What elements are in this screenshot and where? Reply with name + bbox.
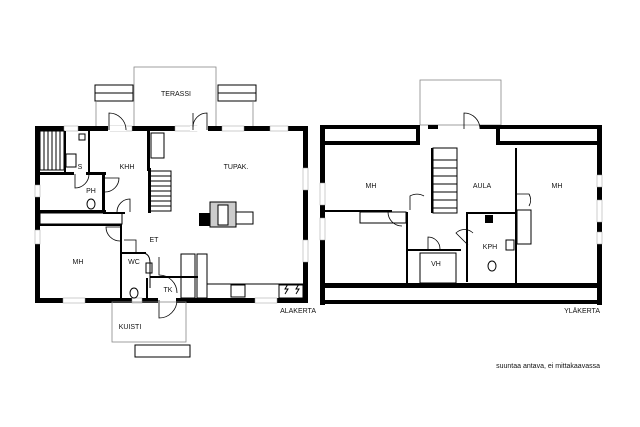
floor-title-upper: YLÄKERTA [564,307,600,315]
fireplace [199,201,254,228]
room-label-closet: VH [431,261,441,268]
room-label-terrace: TERASSI [161,91,191,98]
room-label-living-kitchen: TUPAK. [224,164,249,171]
room-label-toilet: WC [128,259,140,266]
toilet-icon [86,198,96,210]
porch [111,301,191,358]
staircase [432,147,458,214]
room-label-washroom: PH [86,188,96,195]
room-label-lobby: AULA [473,183,492,190]
room-label-bedroom-right: MH [552,183,563,190]
sink-icon [505,239,515,251]
floor-title-ground: ALAKERTA [280,308,316,315]
ground-floor-plan: TERASSI S KHH TUPAK. PH MH ET WC TK KUIS… [34,66,316,358]
balcony [419,79,502,126]
room-label-hall: ET [150,237,160,244]
shower-icon [485,215,493,223]
toilet-icon [129,287,139,299]
toilet-icon [487,260,497,272]
wardrobe [516,209,532,245]
room-label-sauna: S [78,164,83,171]
room-label-utility: KHH [120,164,135,171]
kitchen-counter [180,253,307,299]
room-label-technical: TK [164,287,173,294]
room-label-porch: KUISTI [119,324,142,331]
disclaimer-note: suuntaa antava, ei mittakaavassa [496,363,600,370]
upper-floor-plan: MH AULA MH KPH VH YLÄKERTA [319,79,603,315]
sauna-bench [39,130,86,171]
room-label-bedroom: MH [73,259,84,266]
staircase [149,132,172,212]
room-label-bathroom: KPH [483,244,497,251]
sink-icon [145,262,153,274]
wardrobe [359,211,407,224]
room-label-bedroom-left: MH [366,183,377,190]
